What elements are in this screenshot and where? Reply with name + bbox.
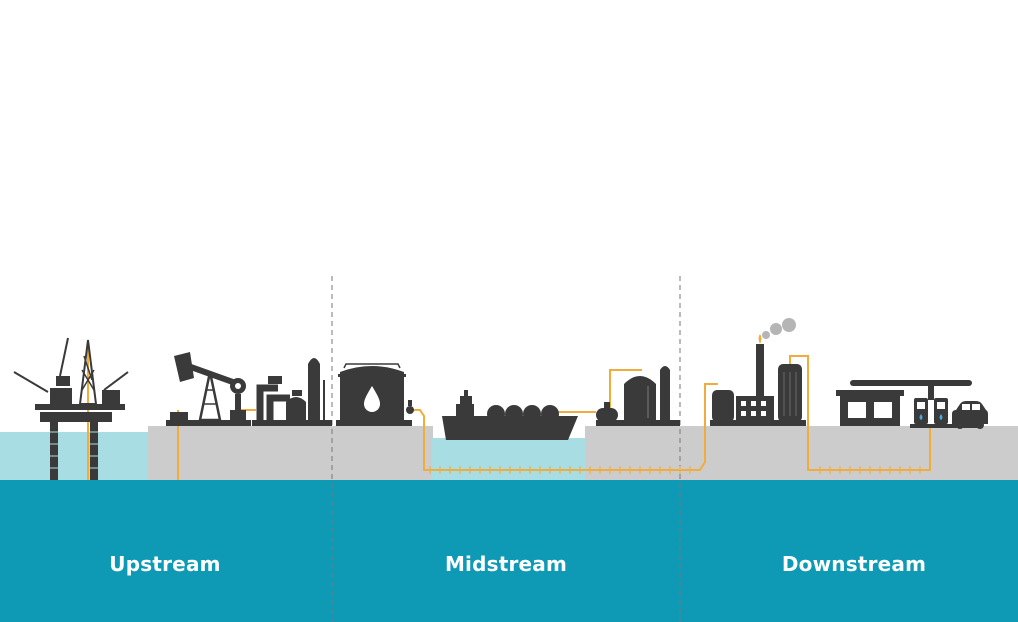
lng-terminal-icon xyxy=(596,366,680,426)
upstream-label: Upstream xyxy=(109,552,221,576)
downstream-label: Downstream xyxy=(781,552,927,576)
gas-station-icon xyxy=(836,380,980,428)
blue-band xyxy=(0,480,1018,622)
tanker-ship-icon xyxy=(442,390,578,440)
offshore-platform-icon xyxy=(13,337,129,480)
pipeline-ticks xyxy=(429,466,921,474)
pumpjack-icon xyxy=(166,352,251,426)
car-icon xyxy=(952,401,988,429)
storage-tank-icon xyxy=(336,363,414,426)
midstream-label: Midstream xyxy=(444,552,568,576)
shallow-water-left xyxy=(0,432,150,484)
refinery-icon xyxy=(710,318,806,426)
smoke-icon xyxy=(762,318,796,339)
processing-plant-icon xyxy=(252,358,332,426)
ground-left xyxy=(148,426,433,482)
ground-right xyxy=(585,426,1018,482)
shallow-water-middle xyxy=(432,438,588,484)
